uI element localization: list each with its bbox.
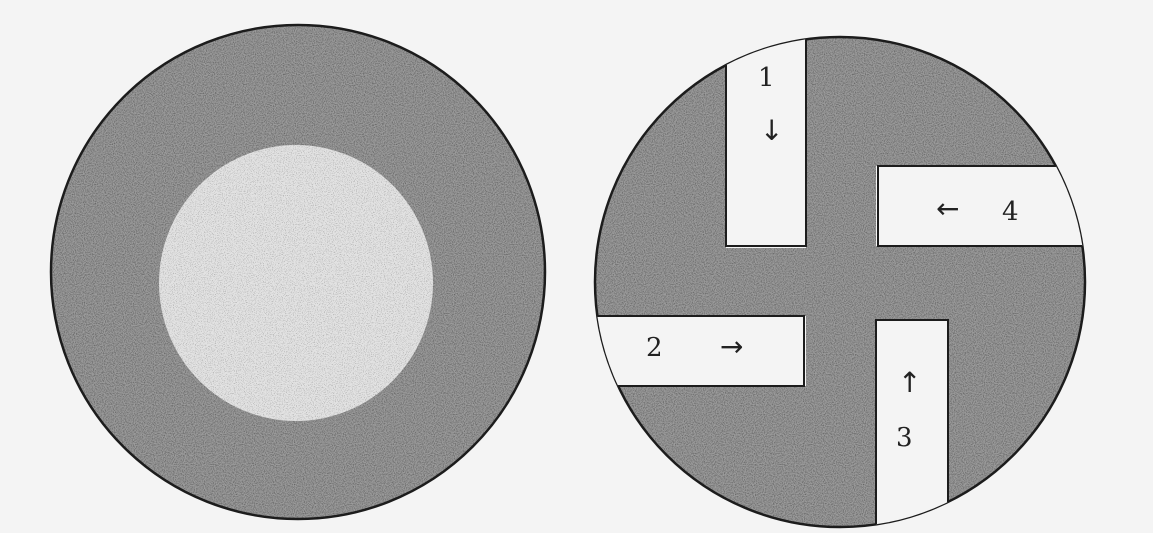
right-disc [590,30,1090,533]
channel-3-label: 3 [896,423,913,453]
channel-1-label: 1 [758,63,775,93]
channel-2-label: 2 [646,333,663,363]
channel-2-arrow-icon: → [720,330,743,363]
channel-2-cutout [580,316,806,386]
channel-4-label: 4 [1002,197,1019,227]
right-disc-stipple [590,30,1090,533]
channel-1-arrow-icon: ↓ [760,114,783,147]
channel-4-cutout [876,166,1100,246]
channel-4-arrow-icon: ← [936,192,959,225]
channel-3-arrow-icon: ↑ [898,366,921,399]
